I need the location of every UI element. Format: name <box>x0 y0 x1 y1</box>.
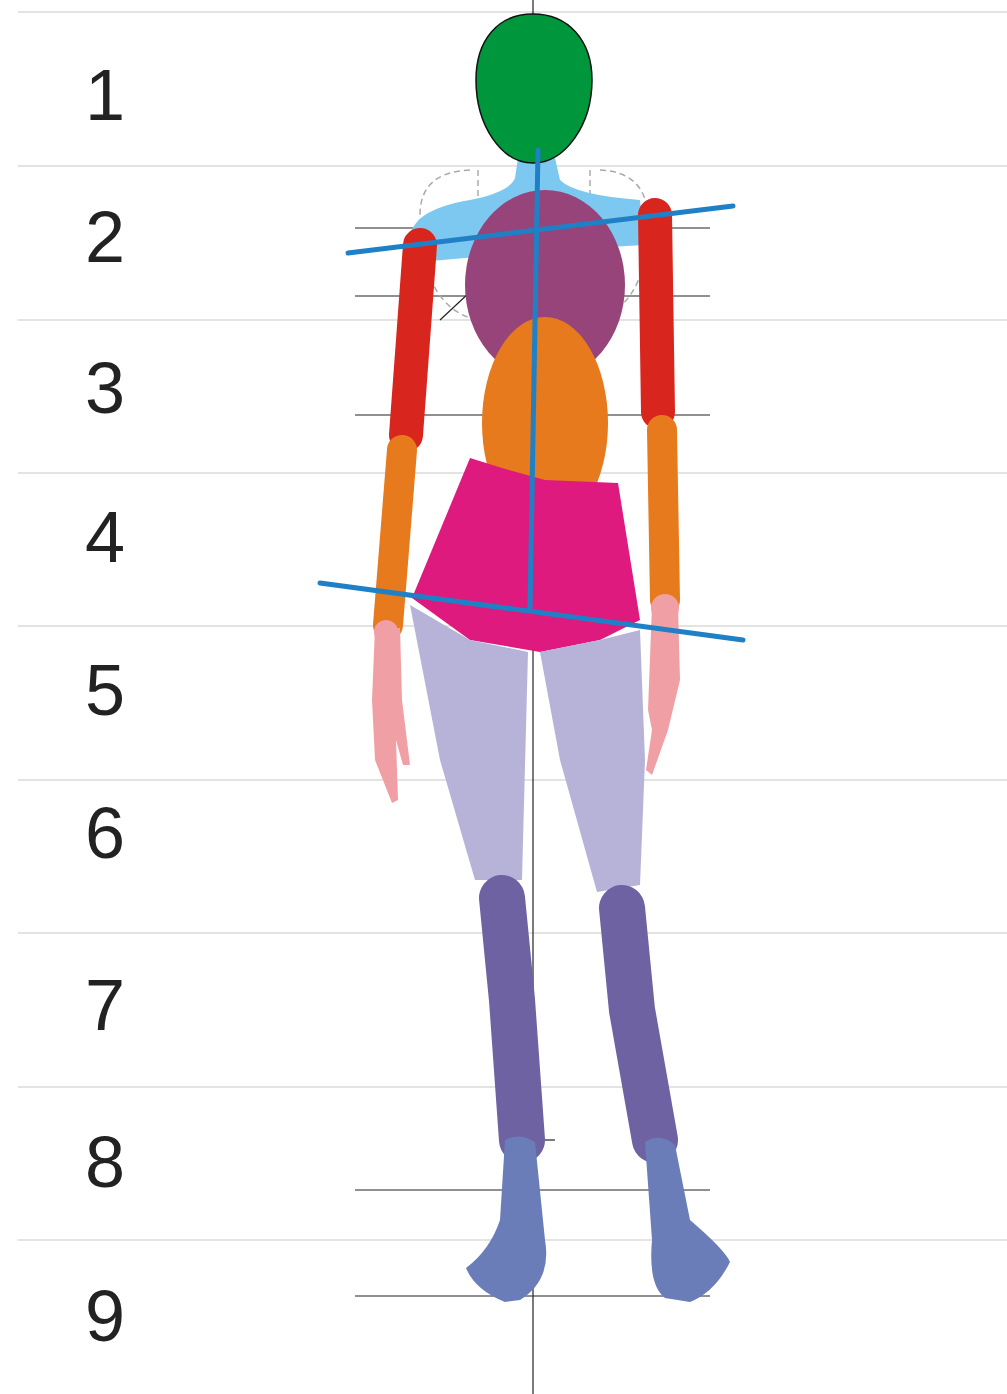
head-number: 3 <box>85 352 125 424</box>
balance-lines <box>320 150 743 640</box>
left-thigh <box>410 605 528 880</box>
right-foot <box>645 1138 730 1302</box>
head-number: 5 <box>85 654 125 726</box>
head-number: 6 <box>85 797 125 869</box>
head-grid <box>18 12 1007 1240</box>
calves <box>502 898 655 1140</box>
head-number: 9 <box>85 1280 125 1352</box>
left-foot <box>466 1136 546 1302</box>
head <box>476 14 592 163</box>
head-number: 8 <box>85 1126 125 1198</box>
right-thigh <box>540 630 645 892</box>
head-number: 2 <box>85 201 125 273</box>
head-number: 4 <box>85 501 125 573</box>
arms <box>388 215 665 625</box>
left-hand <box>372 628 410 803</box>
head-number: 7 <box>85 969 125 1041</box>
head-number: 1 <box>85 59 125 131</box>
